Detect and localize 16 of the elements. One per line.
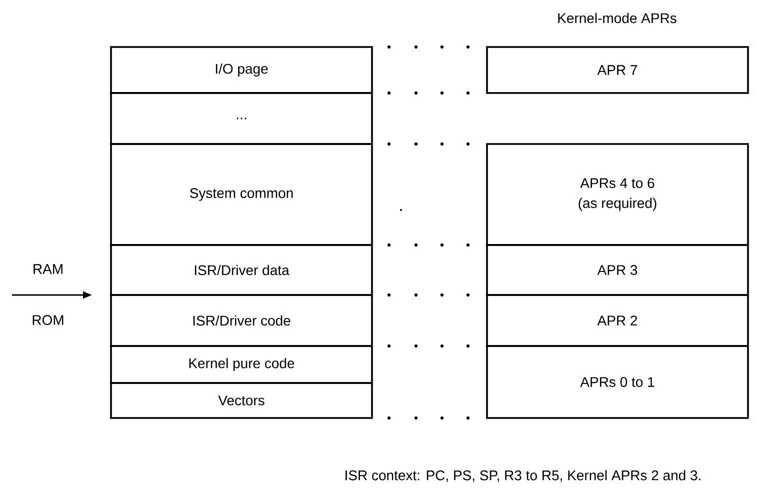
memory-block: ... bbox=[110, 92, 373, 145]
memory-block: I/O page bbox=[110, 46, 373, 94]
boundary-label: RAM bbox=[34, 264, 62, 274]
memory-block: Kernel pure code bbox=[110, 345, 373, 384]
memory-block: ISR/Driver code bbox=[110, 294, 373, 347]
column-heading: Kernel-mode APRs bbox=[558, 12, 676, 24]
caption: ISR context: PC, PS, SP, R3 to R5, Kernel APRs 2 and 3. bbox=[346, 470, 700, 482]
memory-block: APRs 0 to 1 bbox=[486, 345, 749, 419]
memory-block: APRs 4 to 6 (as required) bbox=[486, 143, 749, 246]
memory-block: ISR/Driver data bbox=[110, 244, 373, 296]
memory-block: APR 7 bbox=[486, 46, 749, 94]
memory-block: APR 2 bbox=[486, 294, 749, 347]
memory-block: APR 3 bbox=[486, 244, 749, 296]
boundary-label: ROM bbox=[32, 315, 64, 325]
memory-block: System common bbox=[110, 143, 373, 246]
memory-block: Vectors bbox=[110, 382, 373, 419]
